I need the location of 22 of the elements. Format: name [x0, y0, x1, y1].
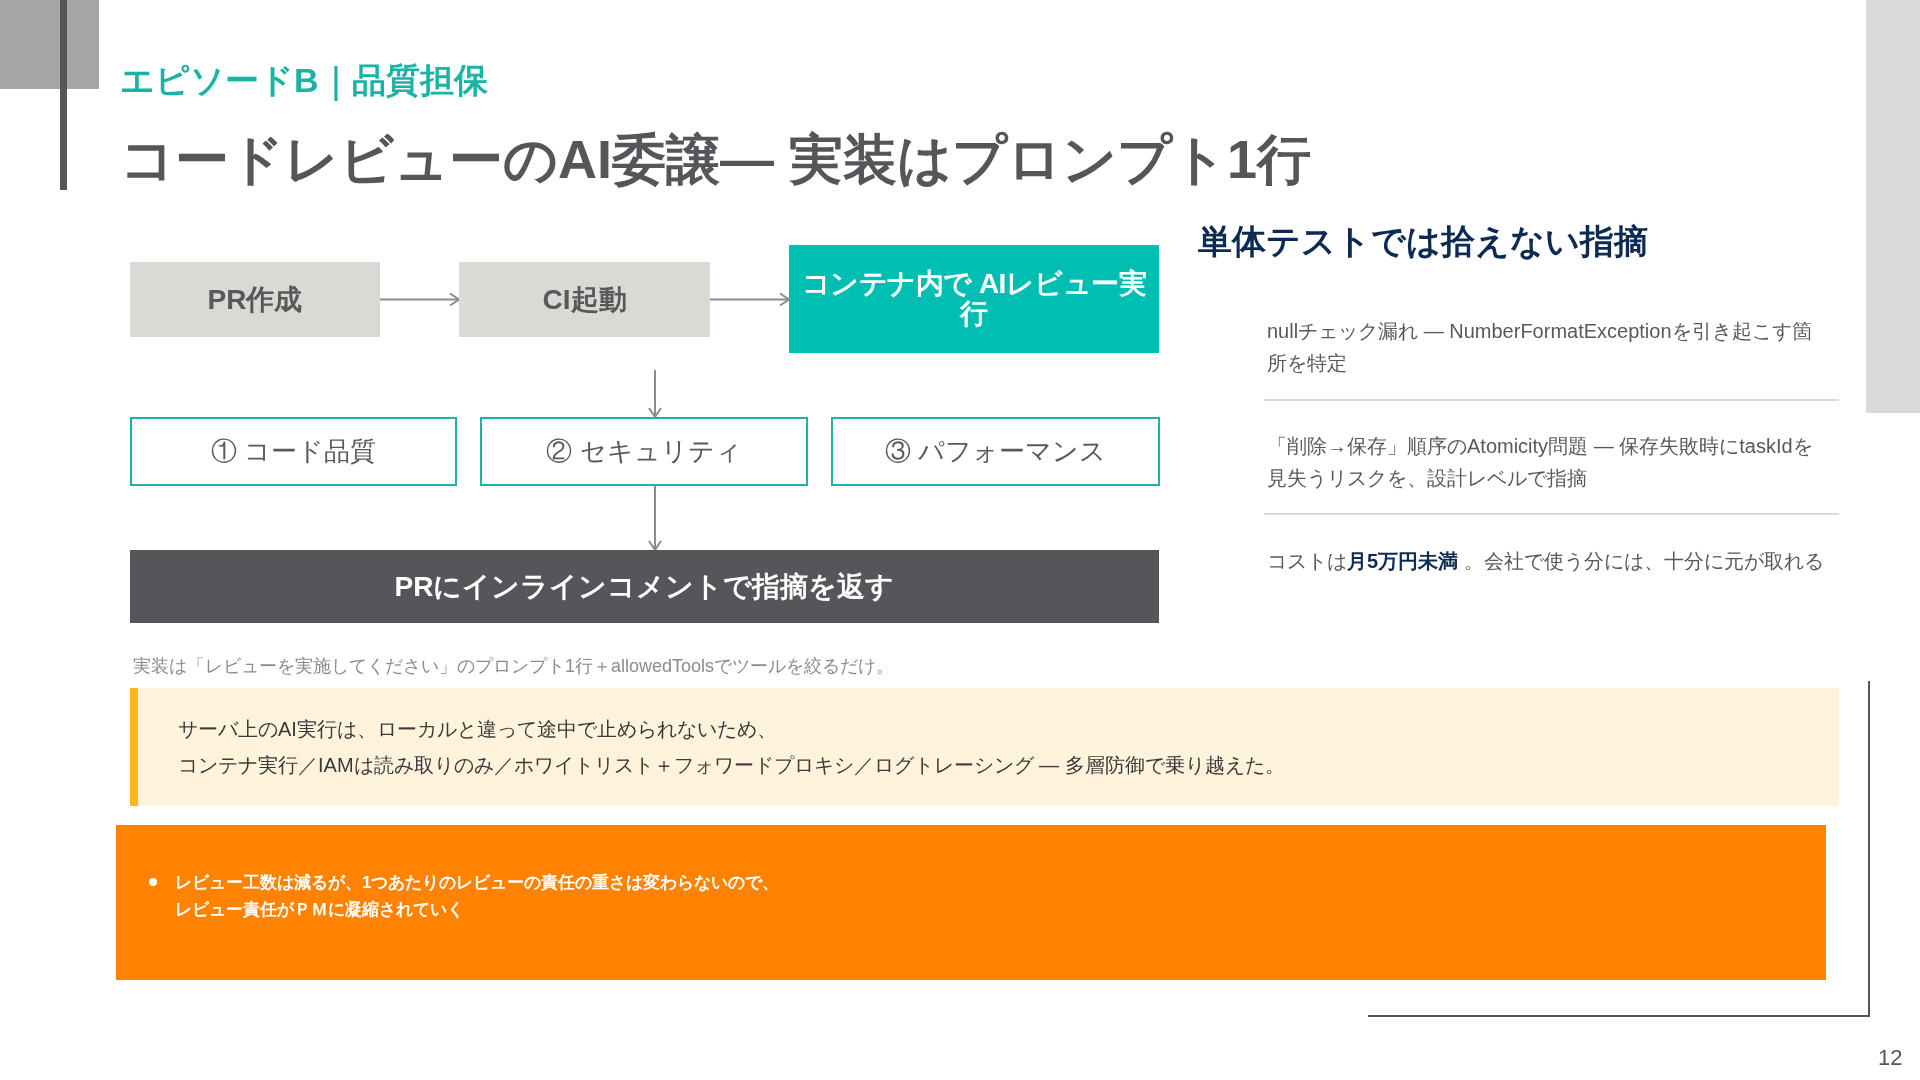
bullet-text: レビュー工数は減るが、1つあたりのレビューの責任の重さは変わらないので、 レビュー責任がＰＭに凝縮されていく [175, 872, 780, 921]
category-box: ② セキュリティ [480, 417, 808, 486]
callout-box: サーバ上のAI実行は、ローカルと違って途中で止められないため、 コンテナ実行／IAMは読み取りのみ／ホワイトリスト＋フォワードプロキシ／ログトレーシング — 多層防御で乗り越えた。 [130, 688, 1839, 806]
note-text: 実装は「レビューを実施してください」のプロンプト1行＋allowedToolsでツールを絞るだけ。 [133, 655, 895, 678]
category-box: ③ パフォーマンス [831, 417, 1160, 486]
result-box: PRにインラインコメントで指摘を返す [130, 550, 1159, 623]
process-box: PR作成 [130, 262, 380, 337]
page-number: 12 [1878, 1045, 1903, 1071]
process-box: CI起動 [459, 262, 710, 337]
category-box: ① コード品質 [130, 417, 457, 486]
finding-text: コストは月5万円未満 。会社で使う分には、十分に元が取れる [1267, 549, 1825, 574]
arrow [379, 292, 460, 307]
section-heading: 単体テストでは拾えない指摘 [1198, 221, 1648, 262]
finding-text: nullチェック漏れ — NumberFormatExceptionを引き起こす箇所を特定 [1267, 319, 1813, 376]
arrow [648, 485, 662, 551]
process-box: コンテナ内で AIレビュー実行 [789, 245, 1159, 353]
finding-text: 「削除→保存」順序のAtomicity問題 — 保存失敗時にtaskIdを見失うリスクを、設計レベルで指摘 [1267, 434, 1814, 491]
banner-box [116, 825, 1826, 980]
arrow [648, 369, 662, 418]
slide-title: コードレビューのAI委譲— 実装はプロンプト1行 [120, 128, 1312, 191]
section-label: エピソードB｜品質担保 [120, 60, 488, 101]
arrow [709, 292, 790, 307]
